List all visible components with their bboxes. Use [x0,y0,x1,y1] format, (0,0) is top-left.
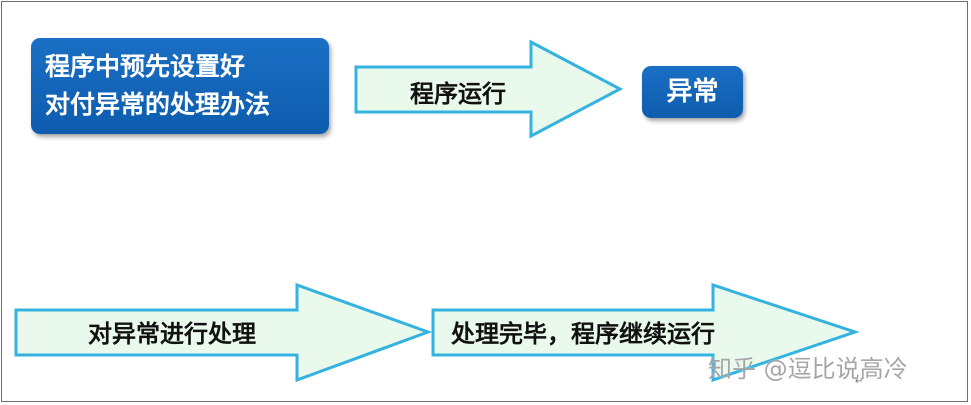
exception-box: 异常 [642,66,743,118]
arrow-run-shape [354,39,624,139]
strategy-box: 程序中预先设置好 对付异常的处理办法 [31,38,329,134]
arrow-handle-label: 对异常进行处理 [88,320,256,348]
return-mark: ↵ [855,376,864,387]
arrow-handle-shape [14,282,433,383]
arrow-continue-shape [431,282,860,383]
strategy-line-2: 对付异常的处理办法 [45,90,271,119]
strategy-line-1: 程序中预先设置好 [45,52,246,81]
arrow-continue-label: 处理完毕，程序继续运行 [451,320,715,348]
arrow-run-label: 程序运行 [410,80,506,108]
watermark: 知乎 @逗比说高冷 [708,355,908,383]
